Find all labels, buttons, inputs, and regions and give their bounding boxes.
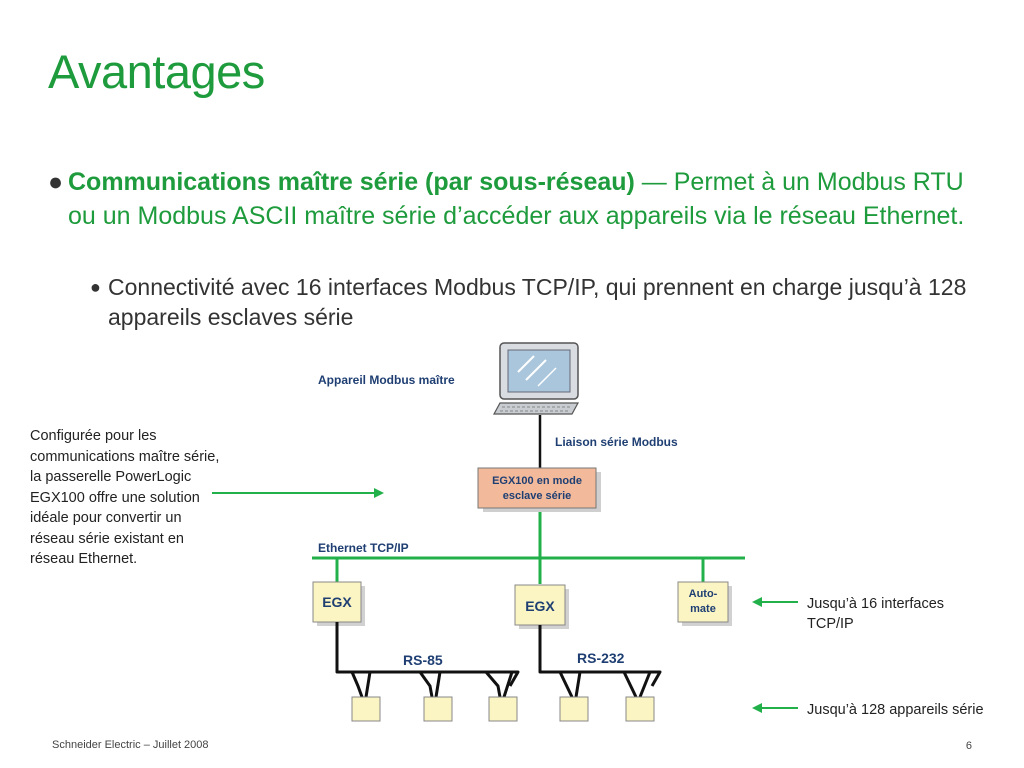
bullet-main-body: — Permet à un Modbus RTU ou un Modbus AS… [68,168,965,230]
egx100-gateway-box: EGX100 en mode esclave série [477,467,601,512]
serial-device-box [559,696,589,722]
tcp-interfaces-note: Jusqu’à 16 interfaces TCP/IP [807,596,945,632]
gateway-label-line1: EGX100 en mode [492,475,582,487]
serial-devices-note: Jusqu’à 128 appareils série [807,702,984,718]
rs485-network [335,622,520,698]
bullet-sub-text: Connectivité avec 16 interfaces Modbus T… [108,274,967,330]
devices-note-arrow [752,703,798,713]
footer-text: Schneider Electric – Juillet 2008 [52,739,209,751]
automate-box: Auto- mate [677,581,732,626]
egx-left-label: EGX [322,594,352,610]
egx-center-box: EGX [514,584,569,629]
gateway-label-line2: esclave série [503,490,572,502]
serial-device-box [351,696,381,722]
egx-left-box: EGX [312,581,365,626]
egx-center-label: EGX [525,598,555,614]
bullet-main-text: Communications maître série (par sous-ré… [48,165,988,233]
serial-device-box [423,696,453,722]
serial-devices [351,696,655,722]
rs232-label: RS-232 [577,650,625,666]
bullet-dot: ● [48,168,64,196]
gateway-caption: Configurée pour les communications maîtr… [30,428,220,567]
serial-device-box [488,696,518,722]
ethernet-label: Ethernet TCP/IP [318,541,409,555]
bullet-sub: ● Connectivité avec 16 interfaces Modbus… [90,272,970,332]
serial-device-box [625,696,655,722]
rs485-label: RS-85 [403,652,443,668]
bullet-main-heading: Communications maître série (par sous-ré… [68,168,635,196]
serial-link-label: Liaison série Modbus [555,435,678,449]
automate-label-line1: Auto- [689,588,718,600]
caption-arrow [212,488,384,498]
rs232-network [538,625,662,698]
computer-icon [492,342,580,415]
master-device-label: Appareil Modbus maître [318,373,455,387]
page-number: 6 [965,740,972,752]
bullet-dot: ● [90,277,101,297]
slide-title: Avantages [48,45,265,98]
bullet-main: ● Communications maître série (par sous-… [48,165,988,233]
automate-label-line2: mate [690,603,716,615]
tcp-note-arrow [752,597,798,607]
